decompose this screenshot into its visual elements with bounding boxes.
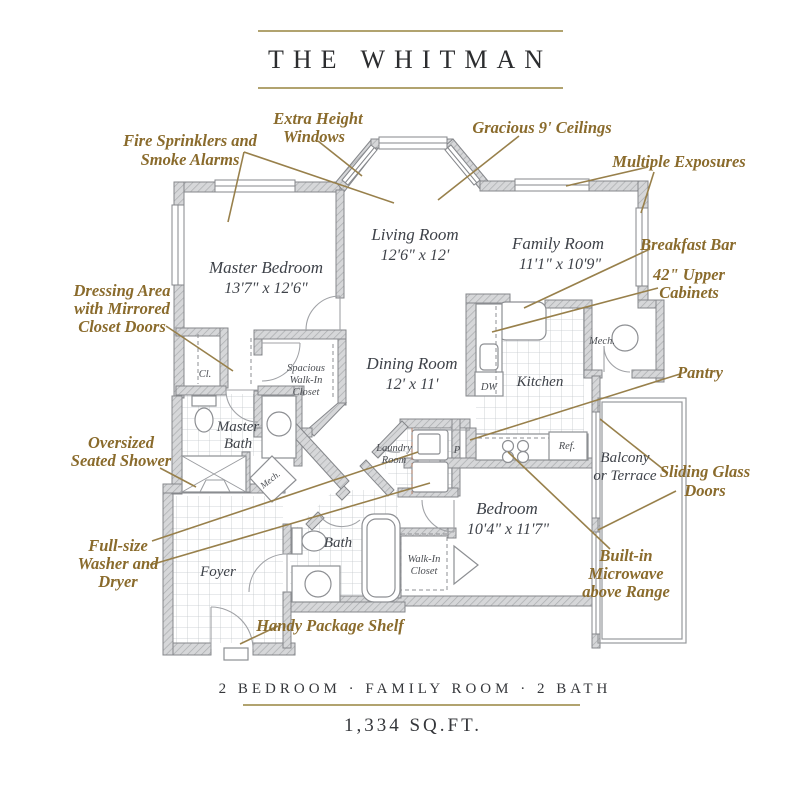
title-block: THE WHITMAN: [258, 30, 563, 89]
room-balcony-1: Balcony: [600, 450, 649, 466]
room-master-bedroom: Master Bedroom: [208, 258, 323, 277]
package-shelf: [223, 647, 249, 661]
toilet-bowl: [194, 407, 214, 433]
walk-in-closet-door: [453, 544, 479, 586]
page-title: THE WHITMAN: [268, 45, 552, 74]
annotation-washer-3: Dryer: [97, 572, 138, 591]
windows: [171, 136, 649, 635]
footer-summary: 2 BEDROOM · FAMILY ROOM · 2 BATH: [219, 681, 612, 697]
room-walk-in-1: Walk-In: [408, 554, 441, 565]
annotation-breakfast: Breakfast Bar: [639, 235, 736, 254]
leader-lines: [149, 135, 681, 645]
toilet-tank: [191, 395, 217, 407]
kitchen-sink: [479, 343, 499, 371]
annotation-extra-2: Windows: [283, 127, 345, 146]
room-foyer: Foyer: [199, 564, 236, 580]
room-family: Family Room: [511, 234, 604, 253]
annotation-microwave-3: above Range: [582, 582, 670, 601]
room-master-bedroom-dims: 13'7" x 12'6": [224, 280, 308, 297]
fixtures: [181, 301, 639, 661]
master-bath-sink: [266, 411, 292, 437]
annotation-washer-1: Full-size: [87, 536, 148, 555]
room-dining-dims: 12' x 11': [386, 376, 439, 393]
room-master-bath-2: Bath: [224, 436, 252, 452]
annotation-cabinets-1: 42" Upper: [652, 265, 726, 284]
label-refrigerator: Ref.: [558, 441, 576, 452]
room-kitchen: Kitchen: [516, 374, 564, 390]
room-laundry-2: Room: [381, 455, 407, 466]
annotation-pantry: Pantry: [676, 363, 724, 382]
room-bath: Bath: [324, 535, 352, 551]
breakfast-bar-counter: [497, 301, 547, 341]
room-bedroom: Bedroom: [476, 499, 538, 518]
annotation-microwave-1: Built-in: [598, 546, 652, 565]
doors: [210, 295, 631, 650]
room-bedroom-dims: 10'4" x 11'7": [467, 521, 549, 538]
annotation-extra-1: Extra Height: [272, 109, 363, 128]
room-walk-in-2: Closet: [411, 566, 439, 577]
toilet-tank: [291, 527, 303, 555]
annotation-microwave-2: Microwave: [587, 564, 663, 583]
room-spacious-wic-2: Walk-In: [290, 375, 323, 386]
label-mech: Mech.: [588, 336, 615, 347]
room-living: Living Room: [370, 225, 458, 244]
room-master-bath-1: Master: [216, 419, 260, 435]
annotation-exposures: Multiple Exposures: [611, 152, 745, 171]
footer: 2 BEDROOM · FAMILY ROOM · 2 BATH 1,334 S…: [219, 681, 612, 736]
bath-sink: [304, 570, 332, 598]
range-burner: [516, 439, 530, 453]
room-labels: Master Bedroom 13'7" x 12'6" Living Room…: [199, 225, 657, 580]
room-family-dims: 11'1" x 10'9": [519, 256, 601, 273]
balcony-railing: [597, 397, 687, 644]
label-pantry-p: P: [453, 445, 461, 456]
shower-seat: [199, 479, 231, 493]
annotations: Fire Sprinklers and Smoke Alarms Extra H…: [71, 109, 750, 635]
label-dishwasher: DW: [480, 382, 499, 393]
room-laundry-1: Laundry: [375, 443, 412, 454]
annotation-shower-1: Oversized: [88, 433, 155, 452]
range-burner: [516, 450, 530, 464]
range-burner: [501, 439, 515, 453]
room-spacious-wic-1: Spacious: [287, 363, 325, 374]
footer-sqft: 1,334 SQ.FT.: [344, 715, 482, 736]
walk-in-closet-shelving: [400, 533, 448, 591]
annotation-shower-2: Seated Shower: [71, 451, 172, 470]
toilet-bowl: [301, 530, 327, 552]
annotation-dressing-1: Dressing Area: [72, 281, 170, 300]
room-spacious-wic-3: Closet: [293, 387, 321, 398]
dishwasher: [474, 371, 504, 397]
annotation-fire-2: Smoke Alarms: [141, 150, 240, 169]
room-balcony-2: or Terrace: [593, 468, 657, 484]
annotation-sliding-1: Sliding Glass: [660, 462, 750, 481]
label-closet: Cl.: [199, 369, 212, 380]
annotation-dressing-3: Closet Doors: [78, 317, 166, 336]
annotation-washer-2: Washer and: [78, 554, 160, 573]
range-burner: [501, 450, 515, 464]
mech-closet: [249, 455, 297, 503]
room-dining: Dining Room: [365, 354, 457, 373]
annotation-dressing-2: with Mirrored: [74, 299, 171, 318]
annotation-gracious: Gracious 9' Ceilings: [472, 118, 611, 137]
annotation-package: Handy Package Shelf: [255, 616, 405, 635]
room-living-dims: 12'6" x 12': [381, 247, 450, 264]
annotation-sliding-2: Doors: [683, 481, 725, 500]
water-heater: [611, 324, 639, 352]
annotation-cabinets-2: Cabinets: [659, 283, 719, 302]
refrigerator: [548, 431, 588, 461]
annotation-fire-1: Fire Sprinklers and: [122, 131, 258, 150]
